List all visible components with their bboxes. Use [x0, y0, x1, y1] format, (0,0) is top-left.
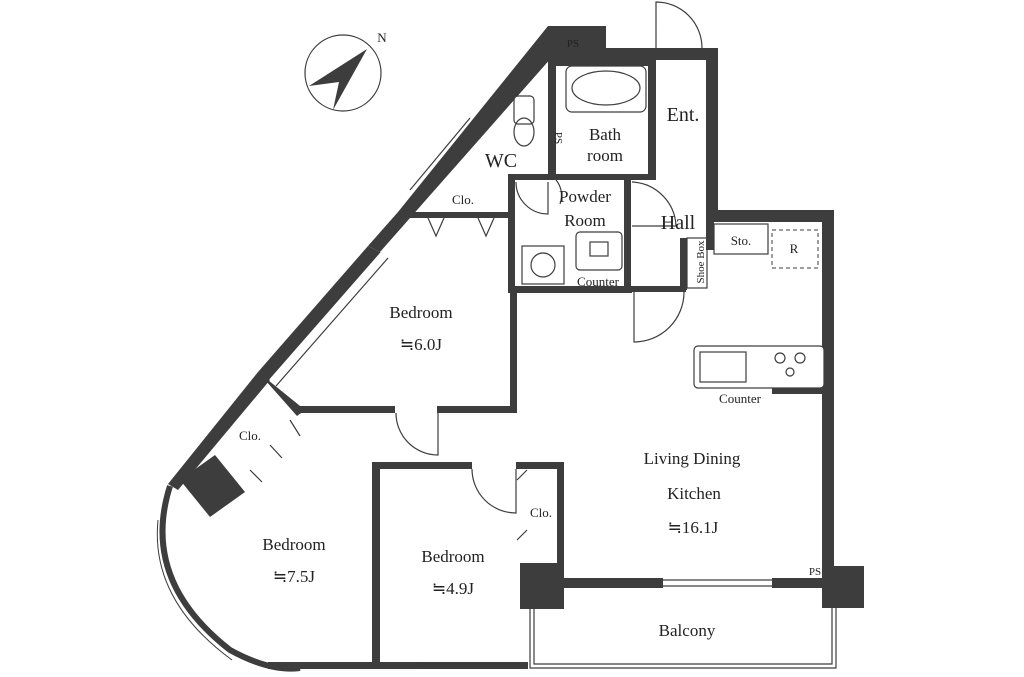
walls: [156, 26, 864, 672]
counter-kitchen-label: Counter: [719, 391, 762, 406]
balcony-outline: [529, 608, 837, 669]
washer-icon: [521, 245, 565, 285]
refrigerator-icon: [771, 229, 819, 269]
bath-label-line2: room: [587, 146, 623, 165]
ps-top-label: PS: [567, 38, 579, 50]
compass-north-icon: [304, 34, 382, 112]
hall-label: Hall: [661, 212, 696, 234]
powder-label-line2: Room: [564, 211, 606, 230]
balcony-label: Balcony: [659, 621, 716, 640]
windows: [267, 117, 772, 665]
ldk-label-line2: Kitchen: [667, 484, 721, 503]
bedroom3-size: ≒4.9J: [432, 579, 475, 598]
closet-upper-label: Clo.: [452, 192, 474, 207]
bedroom3-name: Bedroom: [421, 547, 484, 566]
bedroom1-size: ≒6.0J: [400, 335, 443, 354]
bathtub-icon: [565, 65, 647, 113]
closet-left-label: Clo.: [239, 428, 261, 443]
ldk-label-line1: Living Dining: [644, 449, 741, 468]
toilet-icon: [513, 95, 535, 125]
storage-label: Sto.: [731, 233, 752, 248]
ps-ldk-label: PS: [809, 566, 821, 578]
bedroom2-name: Bedroom: [262, 535, 325, 554]
shoe-box-label: Shoe Box: [695, 240, 707, 284]
bedroom2-size: ≒7.5J: [273, 567, 316, 586]
closet-mid-label: Clo.: [530, 505, 552, 520]
compass-north-label: N: [377, 30, 387, 45]
wc-label: WC: [485, 150, 517, 172]
kitchen-counter-icon: [693, 345, 825, 389]
fixtures: [513, 65, 825, 389]
bath-label-line1: Bath: [589, 125, 622, 144]
bedroom1-name: Bedroom: [389, 303, 452, 322]
doors: [249, 1, 703, 541]
entrance-label: Ent.: [667, 104, 700, 126]
counter-powder-label: Counter: [577, 274, 620, 289]
powder-label-line1: Powder: [559, 187, 611, 206]
ps-bath-label: PS: [552, 132, 564, 144]
refrigerator-label: R: [790, 241, 799, 256]
ldk-size: ≒16.1J: [668, 518, 719, 537]
sink-icon: [575, 231, 623, 271]
